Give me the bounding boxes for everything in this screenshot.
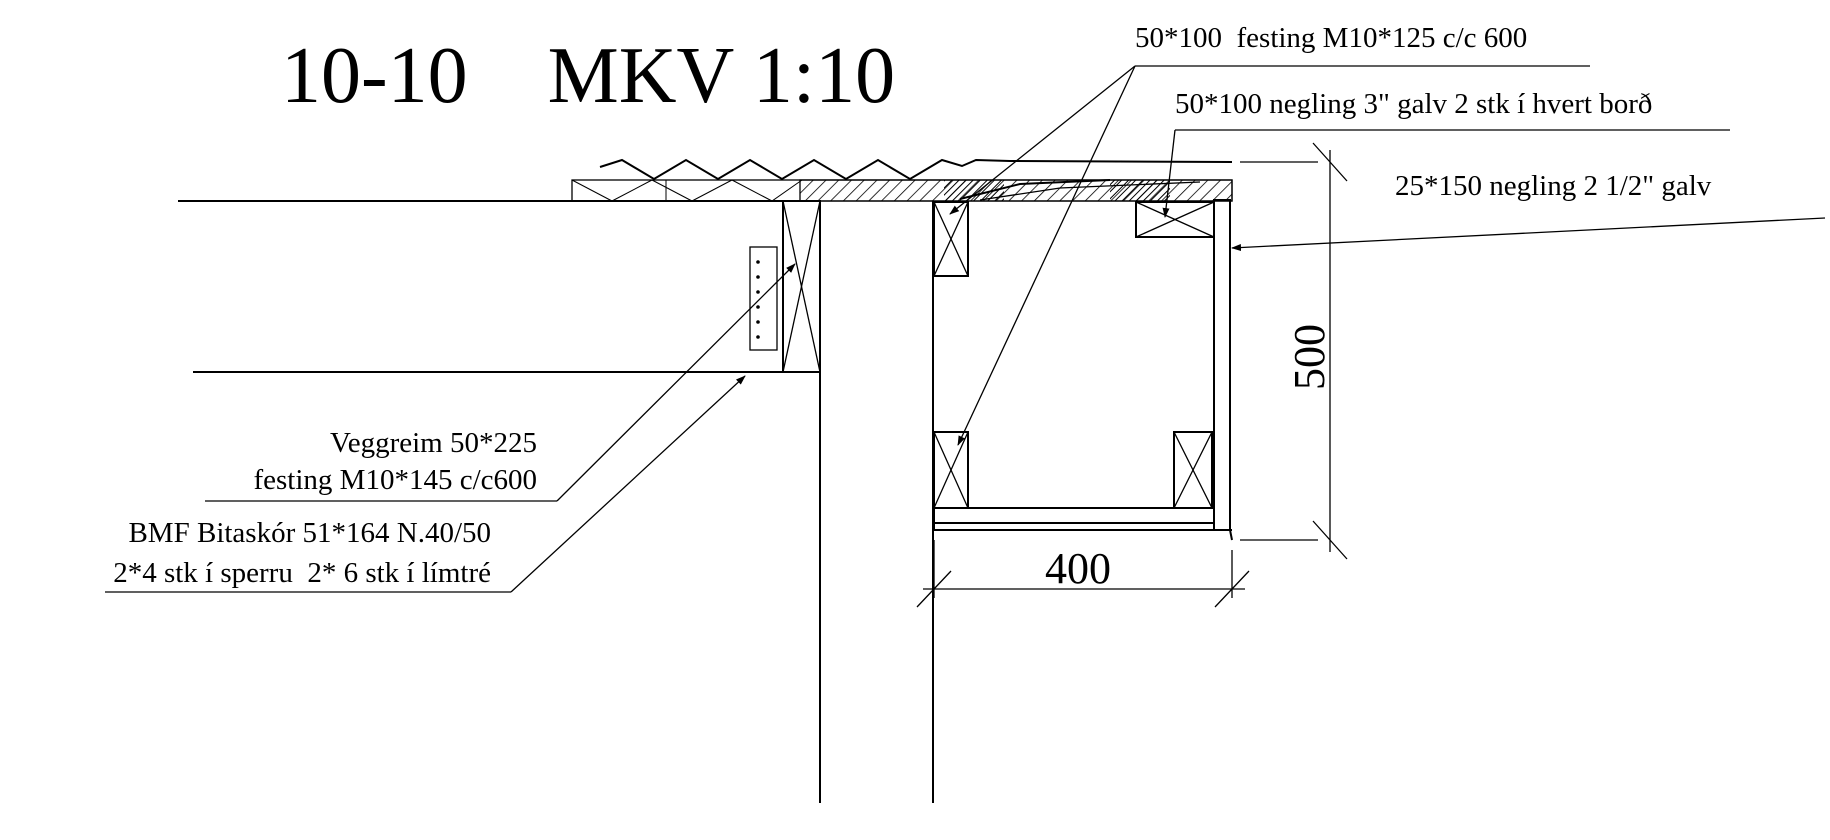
glulam-column (819, 201, 934, 803)
nailing-boards-label: 50*100 negling 3" galv 2 stk í hvert bor… (1175, 88, 1652, 120)
dimension-height: 500 (1240, 142, 1348, 560)
wall-plate-line2: festing M10*145 c/c600 (253, 464, 537, 496)
wall-plate-line1: Veggreim 50*225 (330, 427, 537, 459)
annotation-nailing-boards: 50*100 negling 3" galv 2 stk í hvert bor… (1162, 88, 1730, 218)
existing-roof-lines (178, 200, 820, 373)
drawing-title: 10-10 MKV 1:10 (281, 32, 895, 120)
dimension-width: 400 (916, 540, 1250, 608)
fascia-frame (933, 199, 1233, 541)
roof-covering (571, 158, 1233, 202)
dimension-width-label: 400 (1045, 544, 1111, 593)
hanger-line2: 2*4 stk í sperru 2* 6 stk í límtré (113, 557, 491, 589)
annotation-fascia-nailing: 25*150 negling 2 1/2" galv (1231, 170, 1826, 252)
top-fastening-label: 50*100 festing M10*125 c/c 600 (1135, 22, 1527, 54)
annotation-top-fastening: 50*100 festing M10*125 c/c 600 (949, 22, 1590, 446)
wall-plate (782, 200, 821, 373)
annotation-wall-plate: Veggreim 50*225 festing M10*145 c/c600 (205, 263, 796, 502)
joist-hanger (749, 246, 778, 351)
annotation-joist-hanger: BMF Bitaskór 51*164 N.40/50 2*4 stk í sp… (105, 375, 746, 593)
fascia-nailing-label: 25*150 negling 2 1/2" galv (1395, 170, 1712, 202)
hanger-line1: BMF Bitaskór 51*164 N.40/50 (128, 517, 491, 549)
dimension-height-label: 500 (1285, 324, 1334, 390)
